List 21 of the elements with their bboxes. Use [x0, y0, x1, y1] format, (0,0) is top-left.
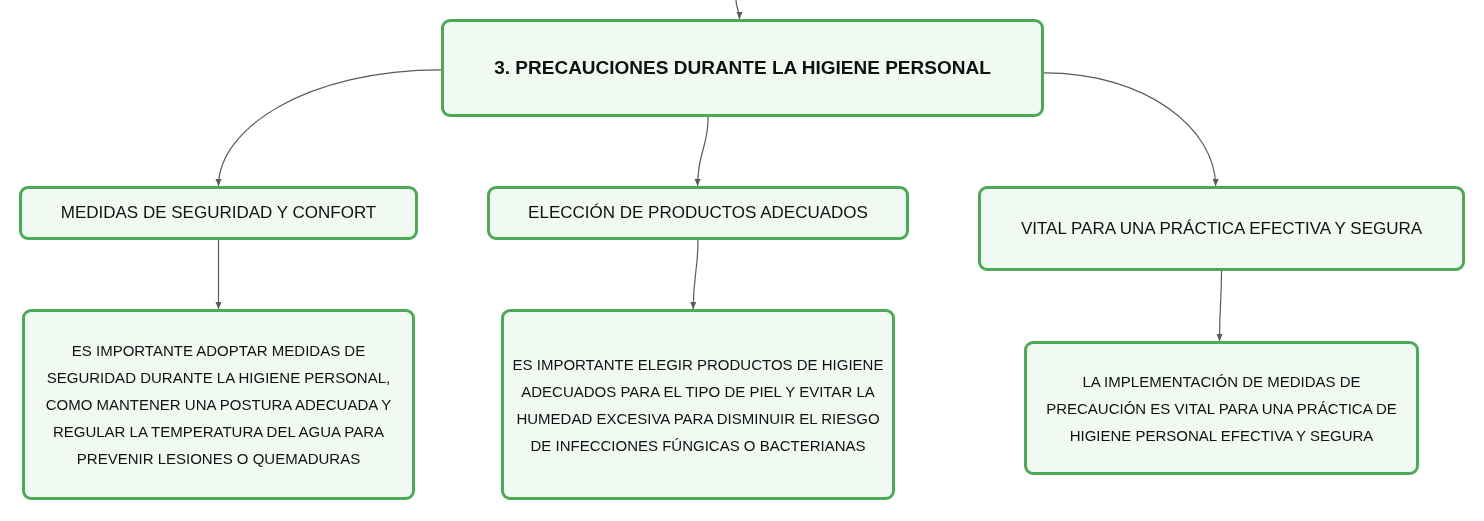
subtopic-box	[978, 186, 1465, 271]
arrow	[1216, 270, 1223, 342]
node-description: LA IMPLEMENTACIÓN DE MEDIDAS DE PRECAUCIÓN ES VITAL PARA UNA PRÁCTICA DE HIGIENE PERSONAL EFECTIVA Y SEGURA	[1045, 371, 1398, 446]
arrow	[215, 239, 222, 310]
arrow	[690, 239, 699, 310]
detail-box	[1024, 341, 1419, 475]
topic-box	[441, 19, 1044, 117]
arrow	[735, 0, 743, 20]
subtopic-box	[487, 186, 909, 240]
node-label: ELECCIÓN DE PRODUCTOS ADECUADOS	[528, 203, 868, 223]
subtopic-box	[19, 186, 418, 240]
node-description: ES IMPORTANTE ELEGIR PRODUCTOS DE HIGIENE ADECUADOS PARA EL TIPO DE PIEL Y EVITAR LA HUMEDAD EXCESIVA PARA DISMINUIR EL RIESGO DE INFECCIONES FÚNGICAS O BACTERIANAS	[511, 354, 885, 456]
arrow	[216, 69, 442, 187]
node-label: MEDIDAS DE SEGURIDAD Y CONFORT	[60, 203, 377, 223]
arrow	[1043, 72, 1218, 187]
node-description: ES IMPORTANTE ADOPTAR MEDIDAS DE SEGURIDAD DURANTE LA HIGIENE PERSONAL, COMO MANTENER UNA POSTURA ADECUADA Y REGULAR LA TEMPERATURA DEL AGUA PARA PREVENIR LESIONES O QUEMADURAS	[44, 341, 393, 469]
detail-box	[22, 309, 415, 500]
arrow	[694, 116, 709, 187]
detail-box	[501, 309, 895, 500]
node-heading: 3. PRECAUCIONES DURANTE LA HIGIENE PERSONAL	[494, 57, 991, 79]
node-label: VITAL PARA UNA PRÁCTICA EFECTIVA Y SEGURA	[1020, 218, 1423, 239]
